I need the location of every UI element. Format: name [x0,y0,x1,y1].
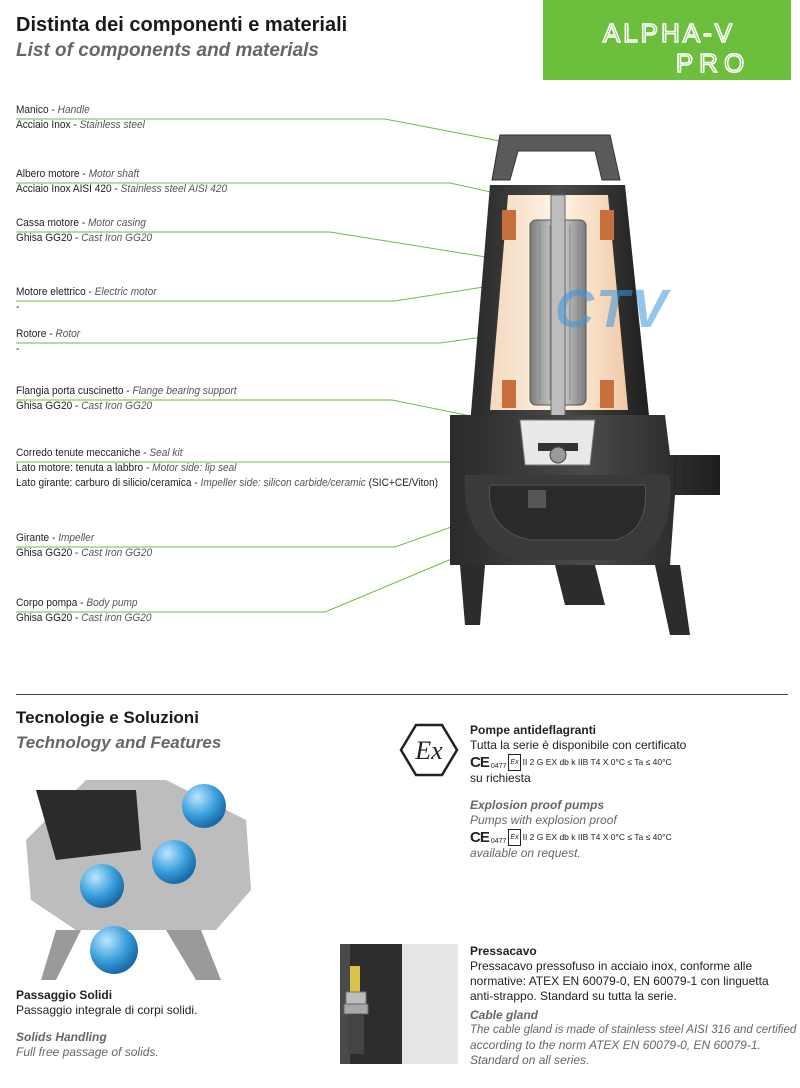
solids-head-it: Passaggio Solidi [16,988,113,1002]
brand-logo: ALPHA-V PRO [543,0,791,80]
solids-text-en: Full free passage of solids. [16,1045,159,1059]
ex-mark-icon: Ex [508,753,521,771]
component-impeller: Girante - Impeller Ghisa GG20 - Cast Iro… [16,532,153,559]
component-seal-kit: Corredo tenute meccaniche - Seal kit Lat… [16,447,438,489]
atex-block: Pompe antideflagranti Tutta la serie è d… [470,723,790,861]
component-body-pump: Corpo pompa - Body pump Ghisa GG20 - Cas… [16,597,152,624]
atex-text-en: Pumps with explosion proof [470,813,617,827]
watermark-logo: CTV [555,279,669,339]
cable-gland-block: Pressacavo Pressacavo pressofuso in acci… [470,944,797,1068]
logo-line1: ALPHA-V [603,18,735,48]
component-motor-casing: Cassa motore - Motor casing Ghisa GG20 -… [16,217,153,244]
section-subtitle: Technology and Features [16,733,222,752]
ex-mark-icon: Ex [508,828,521,846]
component-flange-bearing: Flangia porta cuscinetto - Flange bearin… [16,385,237,412]
atex-ex-icon: Ex [399,723,459,777]
atex-head-en: Explosion proof pumps [470,798,604,812]
atex-text-it: Tutta la serie è disponibile con certifi… [470,738,687,752]
cable-gland-image [340,944,458,1064]
solids-handling-image [26,780,251,980]
section-title: Tecnologie e Soluzioni [16,708,199,727]
solids-handling-block: Passaggio Solidi Passaggio integrale di … [16,988,266,1060]
component-handle: Manico - Handle Acciaio Inox - Stainless… [16,104,145,131]
component-electric-motor: Motore elettrico - Electric motor - [16,286,157,313]
gland-text-it-1: Pressacavo pressofuso in acciaio inox, c… [470,959,753,973]
atex-head-it: Pompe antideflagranti [470,723,597,737]
solids-head-en: Solids Handling [16,1030,107,1044]
gland-text-en-3: Standard on all series. [470,1053,590,1067]
gland-text-it-2: normative: ATEX EN 60079-0, EN 60079-1 c… [470,974,769,988]
gland-text-en-1: The cable gland is made of stainless ste… [470,1024,797,1036]
gland-text-it-3: anti-strappo. Standard su tutta la serie… [470,989,677,1003]
atex-tail-en: available on request. [470,846,581,860]
pump-cutaway-image [450,134,720,635]
page-title: Distinta dei componenti e materiali [16,14,348,36]
component-rotor: Rotore - Rotor - [16,328,81,355]
component-motor-shaft: Albero motore - Motor shaft Acciaio Inox… [16,168,228,195]
section-divider [16,694,788,695]
atex-tail-it: su richiesta [470,771,531,785]
logo-line2: PRO [676,48,750,78]
solids-text-it: Passaggio integrale di corpi solidi. [16,1003,198,1017]
page-subtitle: List of components and materials [16,40,319,61]
svg-text:Ex: Ex [414,736,443,765]
gland-head-it: Pressacavo [470,944,537,958]
gland-text-en-2: according to the norm ATEX EN 60079-0, E… [470,1038,761,1052]
gland-head-en: Cable gland [470,1008,539,1022]
